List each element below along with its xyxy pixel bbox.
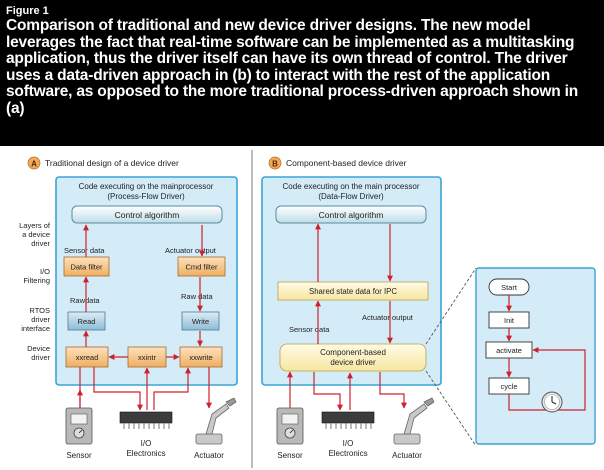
- caption-text: Comparison of traditional and new device…: [6, 17, 578, 117]
- write-box: [181, 311, 220, 331]
- xxwrite-box: [179, 346, 223, 368]
- shared-state-box: [277, 281, 429, 301]
- control-algorithm-b-label: Control algorithm: [319, 210, 384, 220]
- actuator-output-a-label: Actuator output: [165, 246, 217, 255]
- actuator-b-icon: [393, 397, 435, 445]
- control-algorithm-a-label: Control algorithm: [115, 210, 180, 220]
- row-label-rtos-1: RTOS: [29, 306, 50, 315]
- activate-state-label: activate: [496, 346, 522, 355]
- row-label-layers-1: Layers of: [19, 221, 51, 230]
- row-labels: Layers of a device driver I/O Filtering …: [19, 221, 51, 362]
- cmd-filter-box: [177, 256, 226, 277]
- row-label-device-1: Device: [27, 344, 50, 353]
- panel-a-box-title-2: (Process-Flow Driver): [107, 192, 185, 201]
- xxread-label: xxread: [76, 353, 99, 362]
- write-label: Write: [192, 317, 209, 326]
- component-driver-box: [279, 343, 427, 372]
- panel-b-box-title-2: (Data-Flow Driver): [318, 192, 384, 201]
- actuator-a-icon: [195, 397, 237, 445]
- control-algorithm-b: [275, 205, 427, 224]
- cycle-state-label: cycle: [500, 382, 517, 391]
- sensor-b-label: Sensor: [277, 451, 303, 460]
- start-state-label: Start: [501, 283, 518, 292]
- badge-b-letter: B: [272, 159, 278, 168]
- init-state-label: Init: [504, 316, 515, 325]
- io-electronics-b-icon: [321, 411, 375, 429]
- xxwrite-label: xxwrite: [189, 353, 212, 362]
- xxintr-label: xxintr: [138, 353, 156, 362]
- panel-b-box: [261, 176, 442, 386]
- zoom-connector: [425, 267, 477, 447]
- component-driver-label-2: device driver: [330, 358, 376, 367]
- rawdata-left-label: Rawdata: [70, 296, 100, 305]
- figure-label: Figure 1: [6, 5, 49, 17]
- data-filter-label: Data filter: [70, 263, 103, 272]
- row-label-rtos-2: driver: [31, 315, 50, 324]
- row-label-layers-3: driver: [31, 239, 50, 248]
- io-a-label-2: Electronics: [126, 449, 165, 458]
- shared-state-label: Shared state data for IPC: [309, 287, 397, 296]
- row-label-layers-2: a device: [22, 230, 50, 239]
- sensor-b-icon: [276, 407, 304, 445]
- sensor-a-label: Sensor: [66, 451, 92, 460]
- diagram-canvas: A Traditional design of a device driver …: [19, 150, 596, 468]
- badge-a: [27, 156, 41, 170]
- badge-a-letter: A: [31, 159, 37, 168]
- state-arrows: [506, 295, 586, 411]
- caption-block: Figure 1 Comparison of traditional and n…: [0, 0, 604, 146]
- actuator-output-b-label: Actuator output: [362, 313, 414, 322]
- xxread-box: [65, 346, 109, 368]
- component-driver-label-1: Component-based: [320, 348, 386, 357]
- row-label-device-2: driver: [31, 353, 50, 362]
- panel-b-title: Component-based device driver: [286, 158, 407, 168]
- row-label-io-2: Filtering: [23, 276, 50, 285]
- panel-b-box-title-1: Code executing on the main processor: [283, 182, 420, 191]
- read-label: Read: [78, 317, 96, 326]
- actuator-a-label: Actuator: [194, 451, 224, 460]
- badge-b: [268, 156, 282, 170]
- control-algorithm-a: [71, 205, 223, 224]
- panel-a-arrows: [77, 224, 212, 411]
- io-electronics-a-icon: [119, 411, 173, 429]
- sensor-data-b-label: Sensor data: [289, 325, 330, 334]
- clock-icon: [541, 391, 563, 413]
- actuator-b-label: Actuator: [392, 451, 422, 460]
- sensor-a-icon: [65, 407, 93, 445]
- row-label-io-1: I/O: [40, 267, 50, 276]
- io-b-label-1: I/O: [343, 439, 354, 448]
- sensor-data-a-label: Sensor data: [64, 246, 105, 255]
- row-label-rtos-3: interface: [21, 324, 50, 333]
- io-b-label-2: Electronics: [328, 449, 367, 458]
- rawdata-right-label: Raw data: [181, 292, 214, 301]
- panel-b-arrows: [287, 223, 407, 411]
- panel-a-title: Traditional design of a device driver: [45, 158, 179, 168]
- panel-a-box-title-1: Code executing on the mainprocessor: [79, 182, 214, 191]
- io-a-label-1: I/O: [141, 439, 152, 448]
- cmd-filter-label: Cmd filter: [185, 263, 218, 272]
